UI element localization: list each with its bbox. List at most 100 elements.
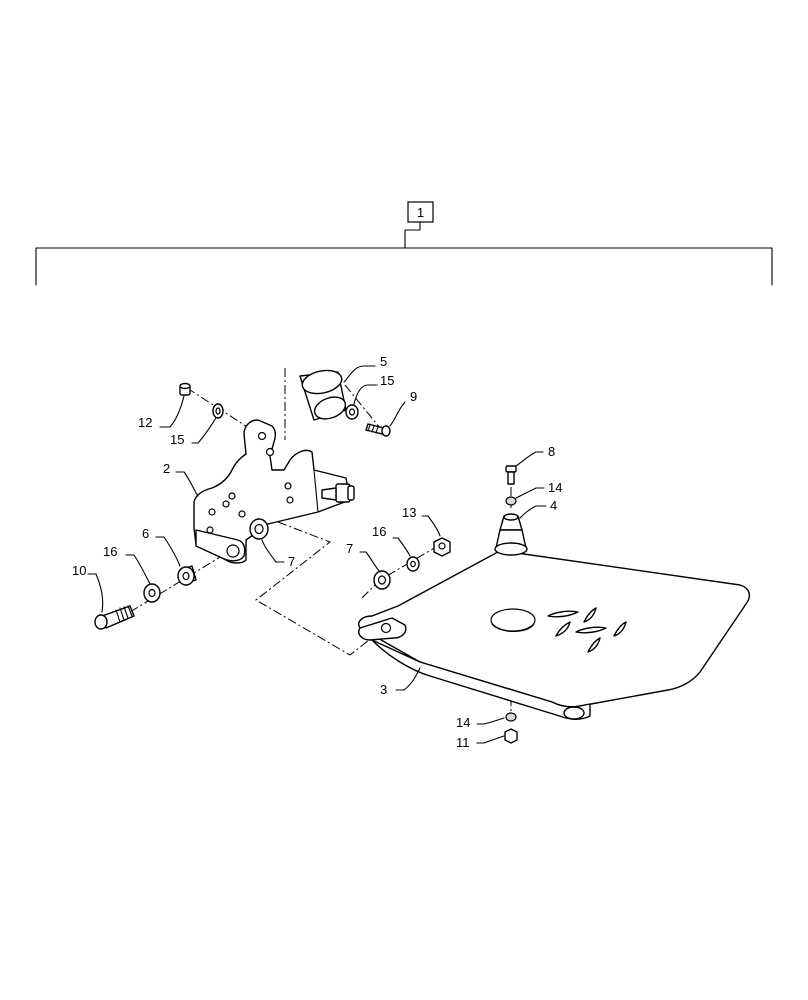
callout-12: 12 [138, 415, 152, 430]
leader-14b [476, 717, 505, 725]
seat-pan-pivot-hole [380, 622, 392, 634]
center-hole-edge [491, 623, 535, 633]
leader-7a [261, 539, 285, 563]
washer-14-bottom [505, 712, 517, 722]
slot-5 [613, 621, 627, 637]
assembly-bracket: 1 [35, 201, 773, 286]
bolt-10 [94, 605, 135, 630]
leader-2 [175, 471, 199, 497]
screw-9 [365, 423, 391, 437]
seat-pan [358, 549, 751, 721]
screw-9-head [381, 425, 391, 437]
leader-15b [191, 417, 217, 444]
slot-4 [575, 626, 607, 634]
stud-8-shank [507, 471, 515, 485]
bracket-hole-g [206, 526, 214, 534]
nut-13-hole [438, 542, 446, 550]
slot-6 [587, 637, 601, 653]
leader-3 [395, 667, 421, 691]
nut-13 [433, 537, 451, 557]
bracket-hole-b [222, 500, 230, 508]
bracket-stem [404, 221, 421, 249]
mount-4-base [494, 542, 528, 556]
callout-numbers: 5 15 9 12 15 2 6 16 10 7 7 16 13 8 14 4 … [72, 354, 562, 750]
washer-16-right-hole [410, 560, 416, 568]
bushing-end [313, 396, 347, 420]
callout-16a: 16 [103, 544, 117, 559]
callout-4: 4 [550, 498, 557, 513]
callout-10: 10 [72, 563, 86, 578]
callout-11: 11 [456, 735, 470, 750]
bushing-top [301, 369, 343, 395]
seat-pan-center-hole [490, 608, 536, 632]
bracket [193, 419, 355, 564]
nut-11 [504, 728, 518, 744]
bracket-fold [313, 469, 319, 513]
bracket-hole-a [228, 492, 236, 500]
washer-7-left-hole [254, 523, 264, 535]
bracket-stud-washer [347, 485, 355, 501]
leader-16a [125, 554, 151, 585]
bracket-hole-e [284, 482, 292, 490]
bracket-line [35, 247, 773, 286]
callout-5: 5 [380, 354, 387, 369]
leader-8 [515, 451, 544, 467]
centerline-bolt-10 [129, 547, 236, 613]
leader-6 [155, 536, 181, 567]
leader-10 [87, 573, 104, 613]
stud-8 [505, 465, 517, 485]
leader-15a [353, 384, 378, 405]
callout-14b: 14 [456, 715, 470, 730]
callout-6: 6 [142, 526, 149, 541]
bracket-hole-f [286, 496, 294, 504]
slot-3 [555, 621, 571, 637]
callout-14a: 14 [548, 480, 562, 495]
nut-11-body [504, 728, 518, 744]
mount-4-cap [503, 513, 519, 521]
leader-4 [519, 505, 547, 519]
seat-pan-top [358, 549, 751, 708]
washers-16 [143, 556, 420, 603]
leader-16b [392, 537, 411, 557]
washers-7 [249, 518, 391, 590]
spacer-6-hole [182, 571, 190, 581]
mount-4 [494, 513, 528, 556]
callout-8: 8 [548, 444, 555, 459]
leader-5 [343, 365, 376, 383]
screw-9-threads [367, 424, 379, 434]
bracket-hole-c [208, 508, 216, 516]
leader-13 [421, 515, 441, 537]
stud-8-head [505, 465, 517, 473]
centerline-pivot [255, 521, 393, 656]
bracket-hole-d [238, 510, 246, 518]
callout-7b: 7 [346, 541, 353, 556]
washers-14 [505, 496, 517, 722]
slot-2 [583, 607, 597, 623]
bushing-5 [299, 369, 347, 421]
washers-15 [212, 403, 359, 420]
slot-1 [547, 610, 579, 618]
bracket-stud [321, 487, 337, 501]
bracket-hole-top [257, 431, 267, 441]
washer-7-right-hole [377, 575, 387, 585]
bracket-plate [193, 419, 351, 564]
callout-9: 9 [410, 389, 417, 404]
washer-15-right-hole [348, 408, 356, 416]
callout-3: 3 [380, 682, 387, 697]
bolt-10-head [94, 614, 108, 630]
washer-14-top [505, 496, 517, 506]
callout-15a: 15 [380, 373, 394, 388]
callout-15b: 15 [170, 432, 184, 447]
leader-11 [476, 735, 505, 744]
leader-12 [159, 395, 185, 428]
centerline-bushing-5-right [344, 384, 381, 429]
washer-15-left-hole [215, 407, 221, 415]
leader-lines [87, 365, 547, 744]
bracket-hole-top-2 [265, 447, 275, 457]
bracket-pivot-hole [226, 544, 240, 558]
screw-12-top [179, 382, 191, 390]
seat-pan-side [371, 639, 591, 721]
leader-7b [359, 551, 381, 573]
